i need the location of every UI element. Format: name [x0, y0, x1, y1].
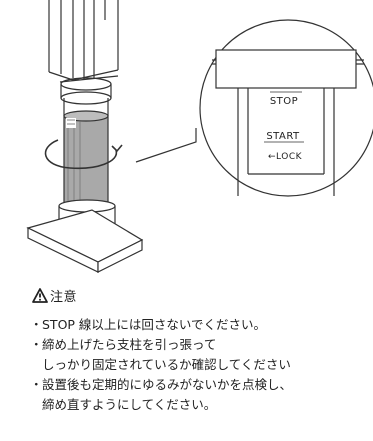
magnified-detail-callout: [199, 19, 373, 197]
svg-text:←LOCK: ←LOCK: [268, 152, 303, 162]
callout-pointer: [135, 128, 197, 163]
caution-title: 注意: [50, 289, 78, 305]
note-text: しっかり固定されているか確認してください: [42, 357, 291, 372]
caution-note-periodic-inspection: ・ 設置後も定期的にゆるみがないかを点検し、 締め直すようにしてください。: [30, 375, 370, 415]
base-plate: [26, 209, 144, 273]
note-text: 締め上げたら支柱を引っ張って: [42, 337, 217, 352]
caution-section: 注意 ・ STOP 線以上には回さないでください。 ・ 締め上げたら支柱を引っ張…: [30, 285, 370, 415]
rotation-arrow-icon: [44, 139, 123, 170]
caution-header: 注意: [32, 285, 370, 305]
note-bullet: ・: [30, 337, 43, 352]
lock-label: LOCK: [276, 152, 303, 162]
caution-notes: ・ STOP 線以上には回さないでください。 ・ 締め上げたら支柱を引っ張って …: [30, 315, 370, 415]
upper-post: [48, 0, 119, 83]
shaded-screw-pole: [63, 110, 109, 207]
note-text: 設置後も定期的にゆるみがないかを点検し、: [42, 377, 293, 392]
note-text: STOP 線以上には回さないでください。: [42, 317, 267, 332]
lock-arrow-icon: ←: [268, 152, 276, 162]
start-label: START: [266, 131, 300, 142]
caution-note-pull-check: ・ 締め上げたら支柱を引っ張って しっかり固定されているか確認してください: [30, 335, 370, 375]
note-text: 締め直すようにしてください。: [42, 397, 217, 412]
collar-joint: [60, 77, 112, 116]
warning-triangle-icon: [32, 287, 48, 303]
note-bullet: ・: [30, 317, 43, 332]
stop-label: STOP: [270, 96, 298, 107]
note-bullet: ・: [30, 377, 43, 392]
caution-note-stop-line: ・ STOP 線以上には回さないでください。: [30, 315, 370, 335]
pole-assembly-illustration: STOP START ←LOCK: [26, 0, 373, 273]
